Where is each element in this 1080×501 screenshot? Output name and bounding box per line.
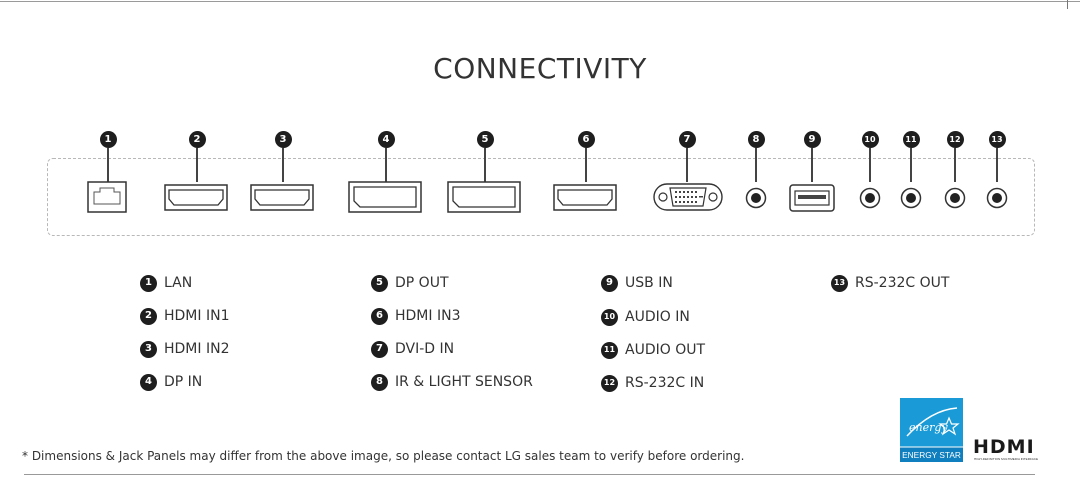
- displayport-icon: [348, 181, 422, 213]
- callout-leader-line: [996, 148, 998, 182]
- legend-label: DP OUT: [395, 275, 449, 291]
- legend-number: 10: [601, 308, 618, 326]
- legend-label: AUDIO IN: [625, 309, 690, 325]
- legend-item: 2 HDMI IN1: [140, 306, 229, 326]
- svg-text:ENERGY STAR: ENERGY STAR: [902, 450, 961, 460]
- legend-number: 12: [601, 374, 618, 392]
- callout-number: 1: [99, 131, 117, 148]
- jack-panel-outline: [47, 158, 1035, 236]
- legend-number: 6: [371, 307, 388, 325]
- hdmi-port-icon: [250, 184, 314, 211]
- legend-number: 2: [140, 307, 157, 325]
- callout-leader-line: [811, 148, 813, 182]
- footnote: * Dimensions & Jack Panels may differ fr…: [22, 449, 745, 463]
- legend-number: 3: [140, 340, 157, 358]
- callout-leader-line: [585, 148, 587, 182]
- legend-label: AUDIO OUT: [625, 342, 706, 358]
- callout-leader-line: [484, 148, 486, 182]
- legend-label: IR & LIGHT SENSOR: [395, 374, 533, 390]
- legend-number: 8: [371, 373, 388, 391]
- callout-number: 6: [577, 131, 595, 148]
- legend-label: HDMI IN2: [164, 341, 230, 357]
- callout-leader-line: [385, 148, 387, 182]
- legend-label: DP IN: [164, 374, 203, 390]
- round-jack-icon: [859, 187, 881, 209]
- legend-label: HDMI IN1: [164, 308, 230, 324]
- legend-item: 3 HDMI IN2: [140, 339, 229, 359]
- callout-leader-line: [869, 148, 871, 182]
- callout-number: 2: [188, 131, 206, 148]
- legend-item: 1 LAN: [140, 273, 192, 293]
- hdmi-logo: HDMI HIGH-DEFINITION MULTIMEDIA INTERFAC…: [973, 436, 1038, 461]
- callout-number: 12: [946, 131, 964, 148]
- legend-label: DVI-D IN: [395, 341, 455, 357]
- legend-label: LAN: [164, 275, 193, 291]
- callout-number: 11: [902, 131, 920, 148]
- svg-text:energy: energy: [909, 421, 948, 434]
- legend-number: 9: [601, 274, 618, 292]
- legend-label: USB IN: [625, 275, 673, 291]
- legend-item: 8 IR & LIGHT SENSOR: [371, 372, 533, 392]
- legend-number: 13: [831, 274, 848, 292]
- callout-leader-line: [954, 148, 956, 182]
- legend-item: 4 DP IN: [140, 372, 202, 392]
- callout-number: 10: [861, 131, 879, 148]
- callout-number: 3: [274, 131, 292, 148]
- legend-item: 7 DVI-D IN: [371, 339, 454, 359]
- top-rule: [0, 1, 1080, 2]
- callout-number: 13: [988, 131, 1006, 148]
- round-jack-icon: [944, 187, 966, 209]
- bottom-rule: [24, 474, 1035, 475]
- legend-number: 11: [601, 341, 618, 359]
- legend-item: 5 DP OUT: [371, 273, 449, 293]
- round-jack-icon: [986, 187, 1008, 209]
- svg-text:HDMI: HDMI: [973, 436, 1035, 458]
- top-rule-mark: [1067, 0, 1068, 9]
- page-title: CONNECTIVITY: [433, 52, 647, 85]
- legend-item: 12 RS-232C IN: [601, 373, 704, 393]
- displayport-icon: [447, 181, 521, 213]
- callout-leader-line: [107, 148, 109, 182]
- callout-number: 5: [476, 131, 494, 148]
- legend-label: RS-232C OUT: [855, 275, 950, 291]
- callout-leader-line: [282, 148, 284, 182]
- round-jack-icon: [900, 187, 922, 209]
- legend-item: 10 AUDIO IN: [601, 307, 690, 327]
- callout-leader-line: [755, 148, 757, 182]
- callout-leader-line: [686, 148, 688, 182]
- hdmi-port-icon: [553, 184, 617, 211]
- hdmi-port-icon: [164, 184, 228, 211]
- legend-label: HDMI IN3: [395, 308, 461, 324]
- legend-number: 7: [371, 340, 388, 358]
- legend-item: 9 USB IN: [601, 273, 673, 293]
- callout-number: 9: [803, 131, 821, 148]
- lan-port-icon: [87, 181, 127, 213]
- usb-port-icon: [789, 184, 835, 212]
- round-jack-icon: [745, 187, 767, 209]
- legend-item: 6 HDMI IN3: [371, 306, 460, 326]
- legend-number: 5: [371, 274, 388, 292]
- svg-text:HIGH-DEFINITION MULTIMEDIA INT: HIGH-DEFINITION MULTIMEDIA INTERFACE: [974, 457, 1038, 461]
- legend-item: 13 RS-232C OUT: [831, 273, 949, 293]
- callout-number: 8: [747, 131, 765, 148]
- energy-star-logo: energy ENERGY STAR: [900, 398, 963, 462]
- callout-number: 4: [377, 131, 395, 148]
- legend-number: 4: [140, 373, 157, 391]
- callout-leader-line: [910, 148, 912, 182]
- callout-number: 7: [678, 131, 696, 148]
- legend-label: RS-232C IN: [625, 375, 705, 391]
- legend-item: 11 AUDIO OUT: [601, 340, 705, 360]
- callout-leader-line: [196, 148, 198, 182]
- dvi-port-icon: [653, 183, 723, 211]
- legend-number: 1: [140, 274, 157, 292]
